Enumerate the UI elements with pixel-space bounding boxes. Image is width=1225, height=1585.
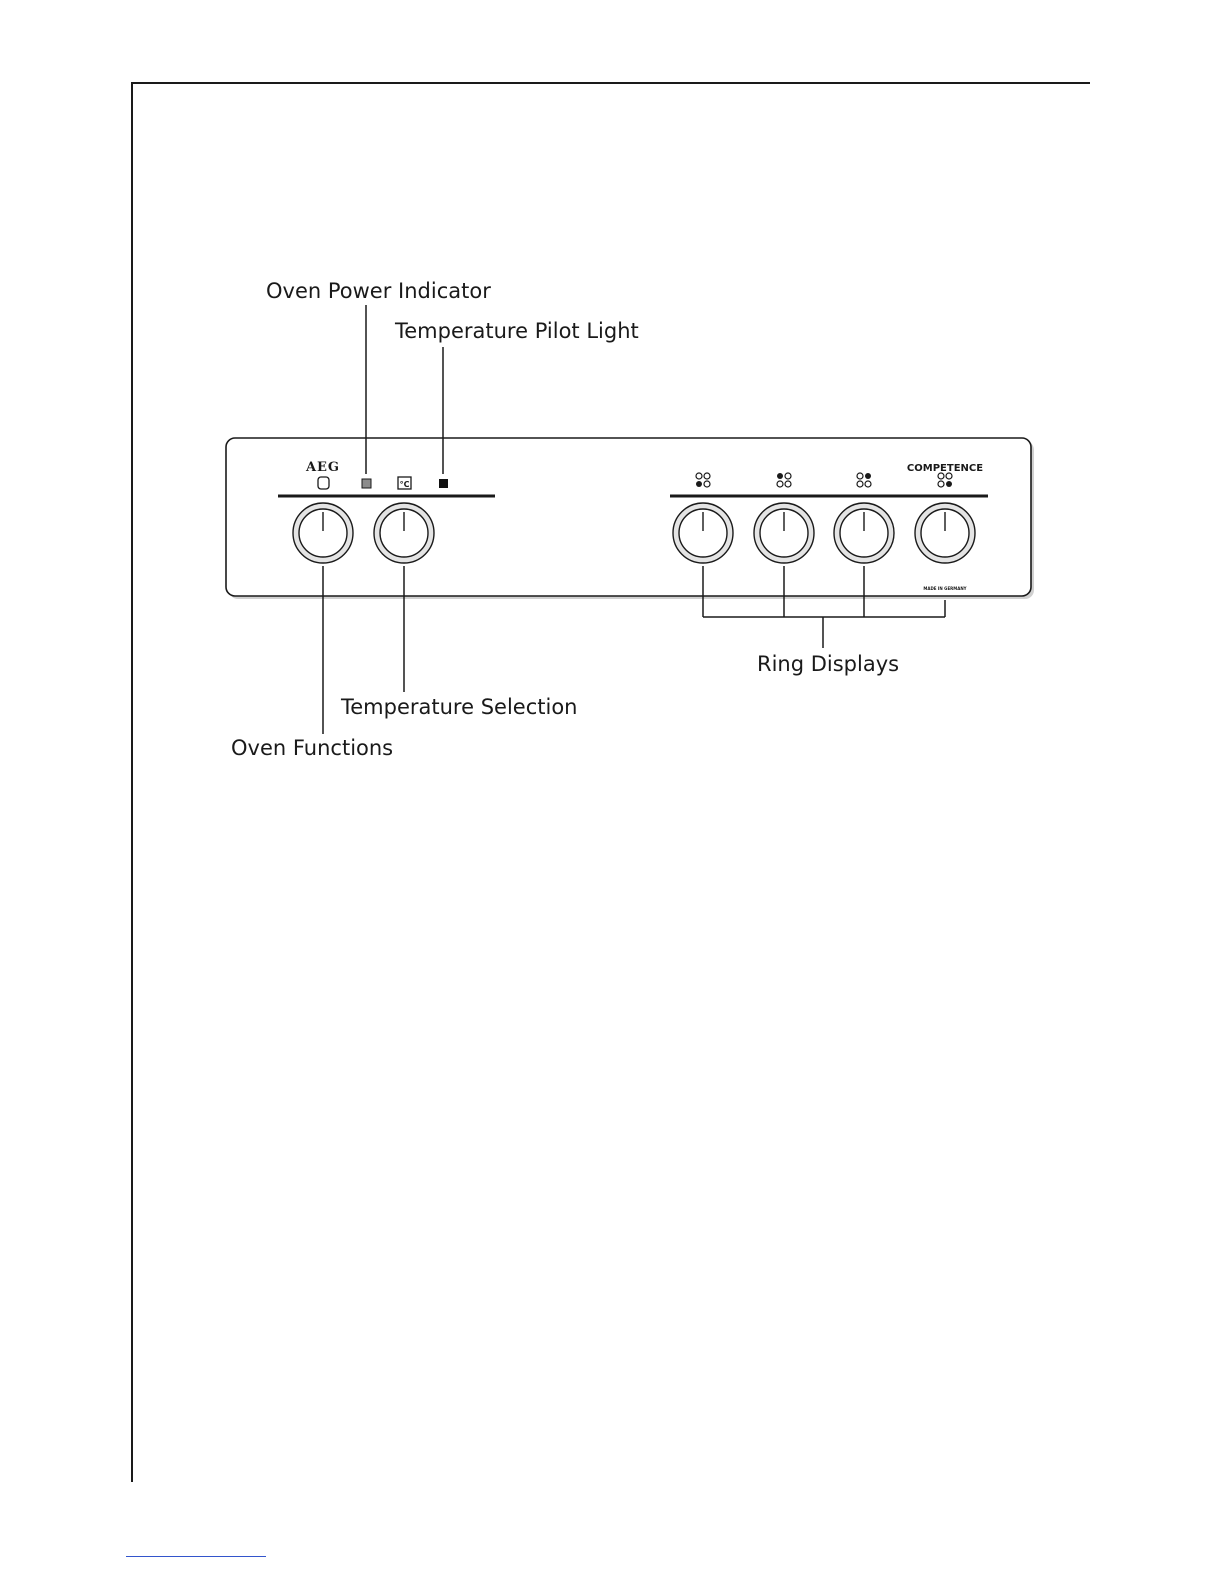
model-name: COMPETENCE — [907, 463, 983, 474]
ring-knob-rear-left[interactable] — [754, 503, 814, 563]
made-in-label: MADE IN GERMANY — [923, 586, 966, 591]
label-ring-displays: Ring Displays — [757, 652, 899, 676]
temperature-pilot-light-lamp — [439, 479, 448, 488]
ring-knob-front-right[interactable] — [915, 503, 975, 563]
label-oven-power-indicator: Oven Power Indicator — [266, 279, 491, 303]
brand-logo: AEG — [305, 460, 340, 475]
oven-power-indicator-lamp — [362, 479, 371, 488]
temperature-selection-knob[interactable] — [374, 503, 434, 563]
ring-knob-front-left[interactable] — [673, 503, 733, 563]
label-temperature-pilot-light: Temperature Pilot Light — [394, 319, 639, 343]
svg-text:°C: °C — [400, 480, 410, 489]
ring-knob-rear-right[interactable] — [834, 503, 894, 563]
oven-functions-knob[interactable] — [293, 503, 353, 563]
label-temperature-selection: Temperature Selection — [340, 695, 577, 719]
label-oven-functions: Oven Functions — [231, 736, 393, 760]
